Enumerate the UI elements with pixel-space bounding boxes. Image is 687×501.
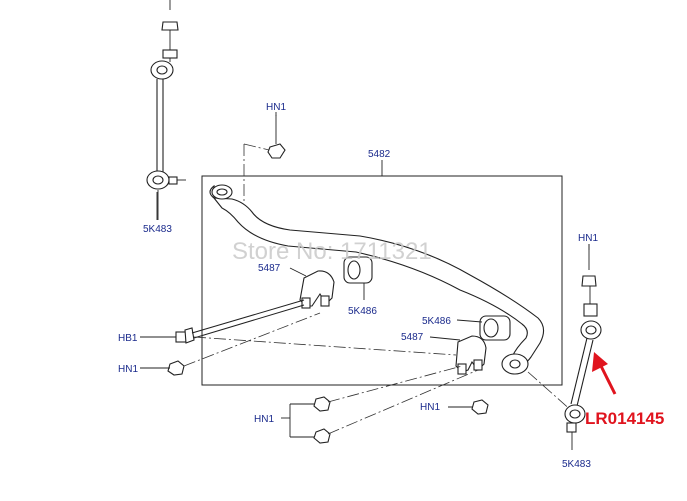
callout-arrowhead	[592, 352, 608, 372]
label-hb1: HB1	[118, 333, 138, 344]
upper-bush	[343, 256, 373, 300]
label-leaders	[140, 112, 590, 369]
right-drop-link	[564, 244, 602, 450]
nut-left	[167, 312, 321, 376]
label-bracket-lower: 5487	[401, 332, 424, 343]
label-hn1-bottom-left: HN1	[254, 414, 274, 425]
label-bar: 5482	[368, 149, 391, 160]
callout-part-number: LR014145	[585, 409, 664, 428]
label-link-right: 5K483	[562, 459, 591, 470]
assembly-frame	[201, 175, 563, 386]
nut-top	[243, 115, 286, 205]
part-callout: LR014145	[585, 352, 664, 428]
label-hn1-left: HN1	[118, 364, 138, 375]
label-bush-lower: 5K486	[422, 316, 451, 327]
store-watermark: Store No: 1711321	[232, 238, 432, 265]
label-bracket-upper: 5487	[258, 263, 281, 274]
lower-bush	[456, 315, 511, 341]
nut-bottom-mid	[448, 399, 489, 415]
label-hn1-top: HN1	[266, 102, 286, 113]
lower-bracket	[429, 335, 487, 375]
anti-roll-bar	[209, 184, 574, 413]
label-hn1-right-top: HN1	[578, 233, 598, 244]
label-bush-upper: 5K486	[348, 306, 377, 317]
bolt-hb1	[175, 299, 457, 356]
upper-bracket	[289, 267, 335, 309]
label-link-left: 5K483	[143, 224, 172, 235]
label-hn1-bottom-mid: HN1	[420, 402, 440, 413]
nuts-bottom-left	[281, 365, 479, 444]
left-drop-link	[146, 0, 186, 220]
callout-arrow-shaft	[598, 363, 617, 395]
